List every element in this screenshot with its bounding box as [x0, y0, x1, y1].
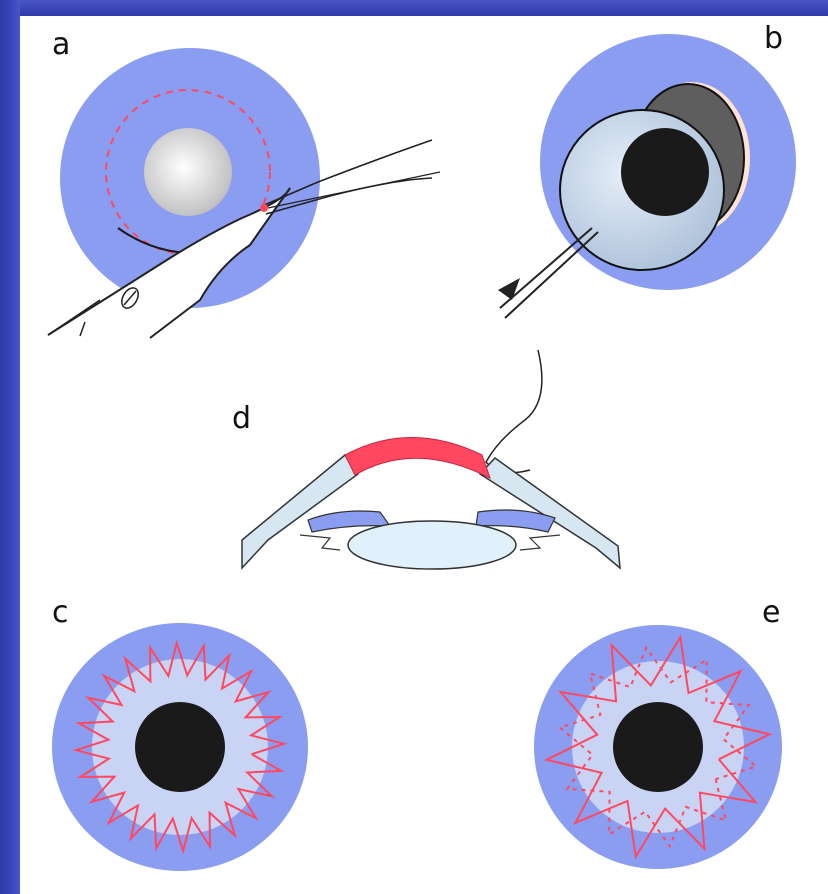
panel-e-double-suture: [534, 625, 782, 869]
donor-graft: [345, 438, 490, 479]
pupil-b: [621, 128, 709, 216]
pupil-e: [613, 702, 703, 792]
panel-a-trephination: [48, 48, 440, 338]
host-cornea-left: [242, 455, 358, 568]
trephine-mark: [144, 128, 232, 216]
panel-d-cross-section: [242, 350, 620, 569]
suture-thread: [486, 350, 542, 473]
panel-c-continuous-suture: [52, 623, 308, 871]
pupil-c: [135, 702, 225, 792]
lens: [348, 521, 516, 569]
panel-b-excision: [498, 34, 796, 318]
